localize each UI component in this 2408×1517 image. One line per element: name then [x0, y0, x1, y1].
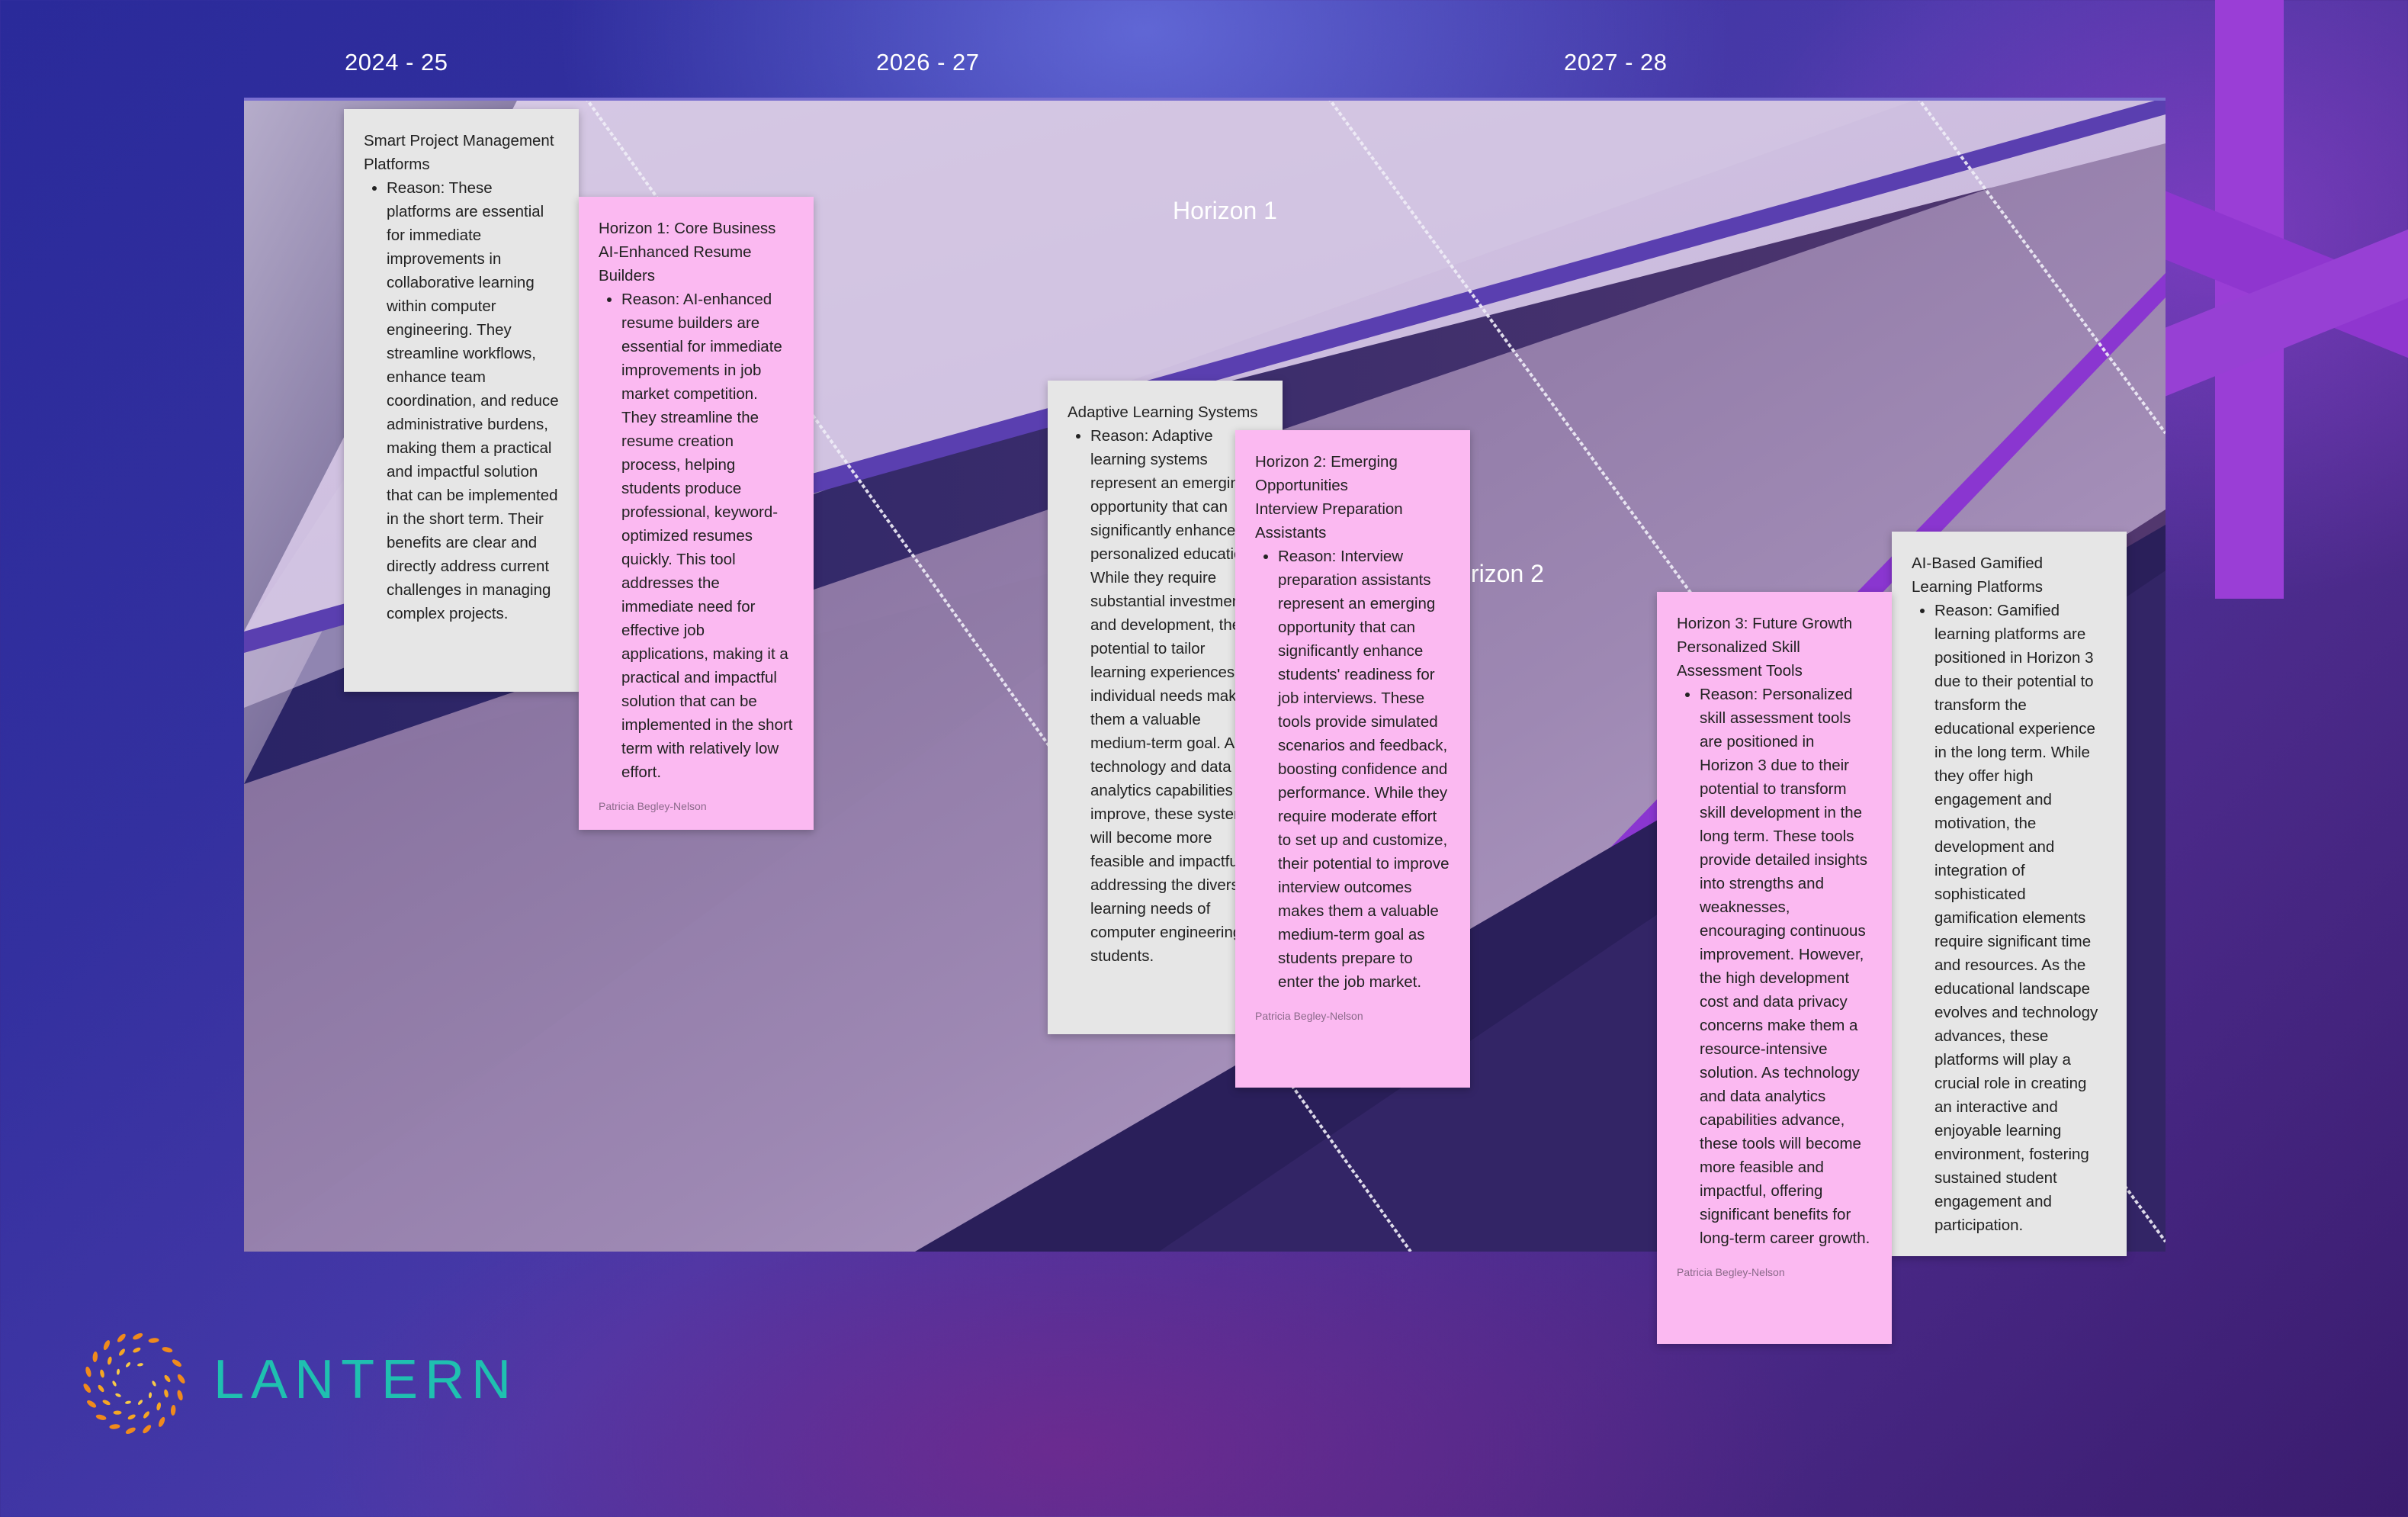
note-reason: Reason: AI-enhanced resume builders are …: [621, 288, 794, 784]
logo-petal: [85, 1366, 92, 1377]
note-title: AI-Enhanced Resume Builders: [599, 243, 752, 284]
logo-petal: [125, 1427, 136, 1434]
logo-petal: [125, 1400, 131, 1404]
logo-petal: [95, 1414, 107, 1420]
year-label-2027: 2027 - 28: [1564, 49, 1668, 76]
logo-petal: [170, 1405, 176, 1416]
logo-petal: [92, 1351, 98, 1362]
logo-petal: [113, 1410, 122, 1415]
logo-petal: [117, 1333, 126, 1342]
logo-petal: [133, 1333, 143, 1340]
logo-petal: [100, 1369, 104, 1378]
logo-petal: [177, 1374, 185, 1384]
logo-petal: [158, 1416, 165, 1427]
logo-petal: [107, 1356, 112, 1365]
logo-petal: [156, 1402, 162, 1411]
logo-petal: [162, 1347, 173, 1353]
year-label-2024: 2024 - 25: [345, 49, 448, 76]
logo-petal: [103, 1340, 111, 1351]
logo-petal: [102, 1400, 111, 1406]
note-author: Patricia Begley-Nelson: [1677, 1266, 1785, 1278]
sunburst-logo-icon: [83, 1333, 185, 1434]
logo-petal: [164, 1389, 169, 1398]
note-title-horizon: Horizon 3: Future Growth: [1677, 615, 1853, 632]
note-title: Interview Preparation Assistants: [1255, 500, 1403, 542]
year-label-2026: 2026 - 27: [876, 49, 980, 76]
logo-petal: [148, 1338, 159, 1343]
sticky-note-skill-assessment[interactable]: Horizon 3: Future Growth Personalized Sk…: [1657, 592, 1892, 1344]
logo-petal: [98, 1384, 104, 1393]
logo-petal: [148, 1392, 153, 1399]
note-reason: Reason: These platforms are essential fo…: [387, 176, 559, 625]
note-reason: Reason: Personalized skill assessment to…: [1700, 683, 1872, 1250]
logo-petal: [137, 1400, 143, 1405]
note-title-horizon: Horizon 1: Core Business: [599, 220, 776, 237]
sticky-note-gamified-learning[interactable]: AI-Based Gamified Learning Platforms Rea…: [1892, 532, 2127, 1256]
sticky-note-resume-builders[interactable]: Horizon 1: Core Business AI-Enhanced Res…: [579, 197, 814, 830]
note-author: Patricia Begley-Nelson: [1255, 1010, 1363, 1022]
note-title: Smart Project Management Platforms: [364, 132, 554, 173]
note-reason: Reason: Adaptive learning systems repres…: [1090, 424, 1263, 968]
note-title: Adaptive Learning Systems: [1068, 403, 1258, 421]
note-title: AI-Based Gamified Learning Platforms: [1912, 554, 2044, 596]
asterisk-decoration-icon: [2089, 0, 2408, 599]
note-title: Personalized Skill Assessment Tools: [1677, 638, 1803, 680]
note-author: Patricia Begley-Nelson: [599, 800, 707, 812]
logo-petal: [152, 1380, 156, 1387]
logo-petal: [133, 1347, 141, 1353]
sticky-note-interview-prep[interactable]: Horizon 2: Emerging Opportunities Interv…: [1235, 430, 1470, 1088]
brand-wordmark: LANTERN: [214, 1349, 519, 1410]
logo-petal: [125, 1362, 131, 1368]
logo-petal: [164, 1374, 171, 1383]
note-reason: Reason: Interview preparation assistants…: [1278, 545, 1450, 994]
logo-petal: [83, 1384, 92, 1393]
logo-petal: [116, 1368, 120, 1375]
logo-petal: [109, 1424, 120, 1429]
logo-petal: [112, 1380, 117, 1387]
logo-petal: [87, 1400, 97, 1408]
note-reason: Reason: Gamified learning platforms are …: [1934, 599, 2107, 1237]
sticky-note-smart-project-management[interactable]: Smart Project Management Platforms Reaso…: [344, 109, 579, 692]
logo-petal: [143, 1411, 149, 1419]
logo-petal: [172, 1359, 181, 1367]
horizon-1-label: Horizon 1: [1173, 197, 1277, 224]
logo-petal: [177, 1390, 183, 1401]
logo-petal: [137, 1363, 143, 1367]
logo-petal: [115, 1393, 121, 1397]
logo-petal: [119, 1348, 125, 1356]
note-title-horizon: Horizon 2: Emerging Opportunities: [1255, 453, 1398, 494]
logo-petal: [127, 1414, 136, 1420]
logo-petal: [143, 1425, 152, 1434]
